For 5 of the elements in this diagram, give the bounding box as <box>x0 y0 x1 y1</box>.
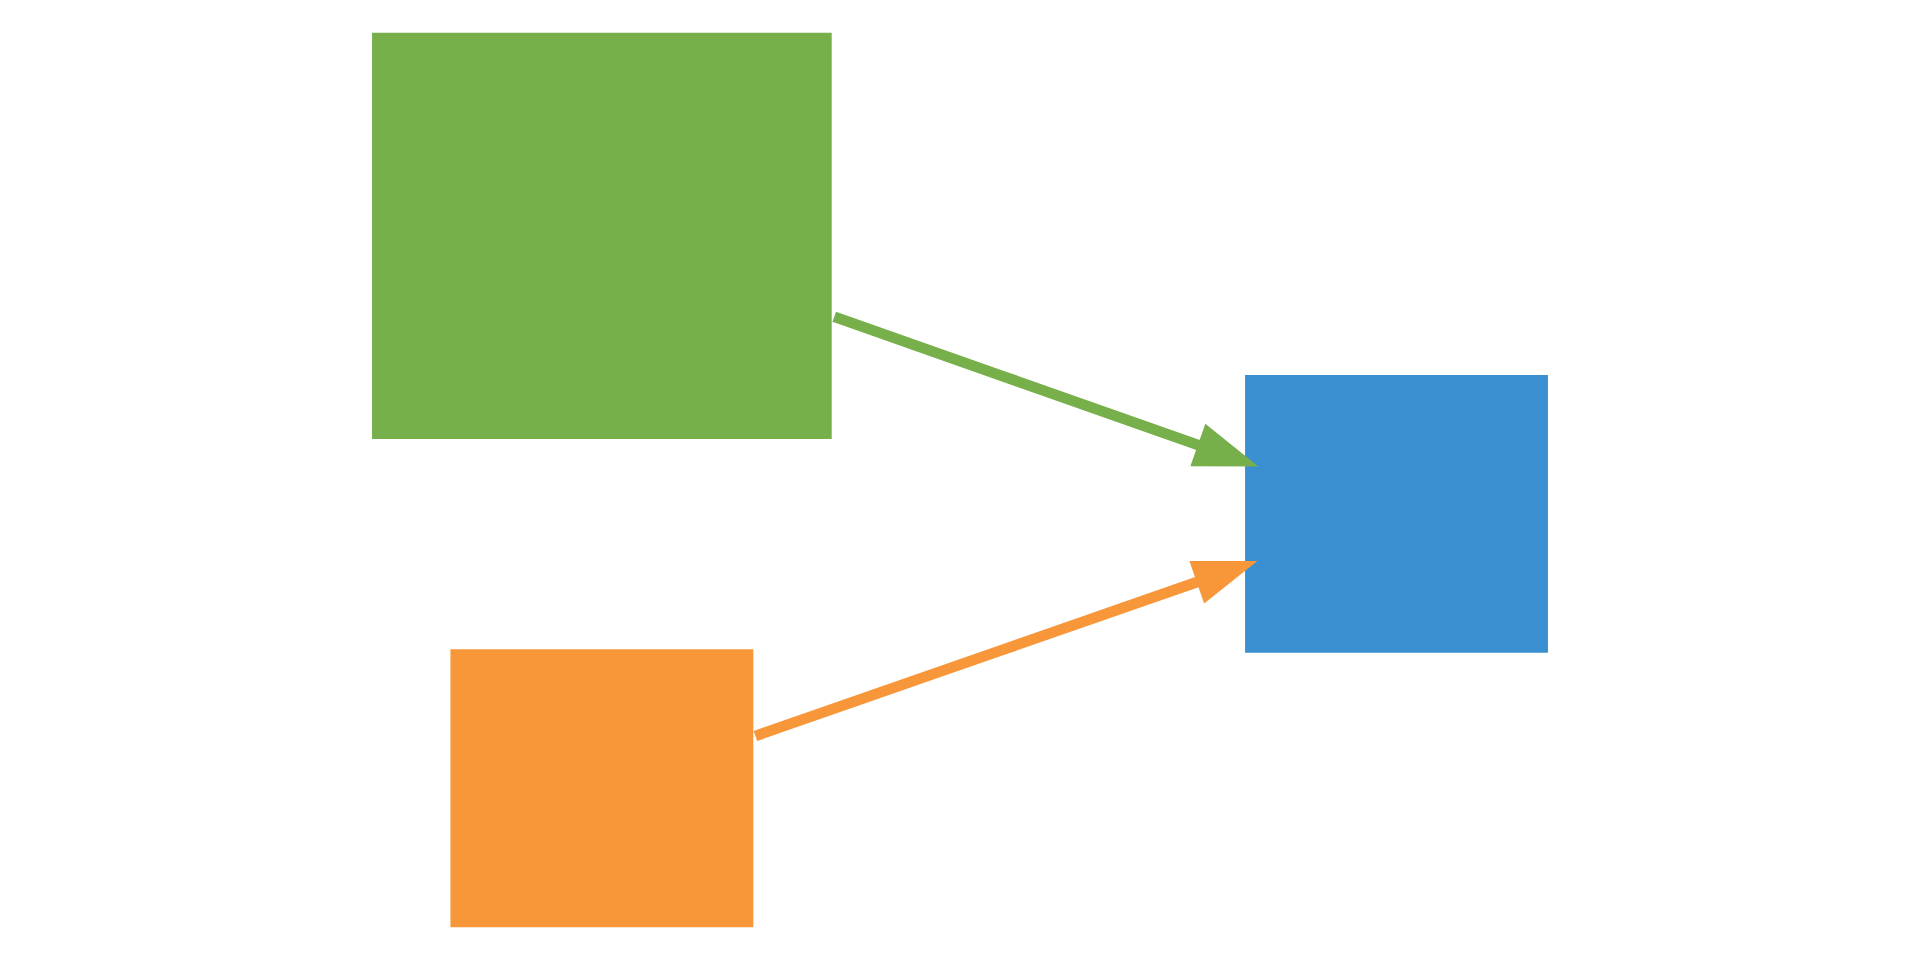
node-box <box>446 645 757 931</box>
node-box <box>1241 371 1552 657</box>
arrow <box>753 560 1258 742</box>
arrow <box>832 311 1259 467</box>
node-box <box>368 29 836 443</box>
